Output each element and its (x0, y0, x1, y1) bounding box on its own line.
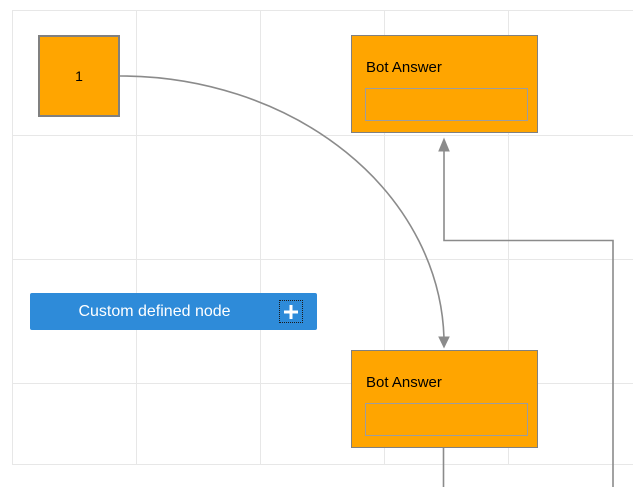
arrowhead-up (438, 137, 450, 152)
plus-icon[interactable] (279, 300, 303, 323)
node-start[interactable]: 1 (38, 35, 120, 117)
bot-answer-title: Bot Answer (366, 59, 442, 76)
bot-answer-title: Bot Answer (366, 374, 442, 391)
node-custom-defined[interactable]: Custom defined node (30, 293, 317, 330)
custom-node-label: Custom defined node (78, 302, 231, 320)
bot-answer-field[interactable] (365, 88, 528, 121)
connector-elbow[interactable] (438, 137, 614, 488)
arrowhead-down (438, 336, 450, 349)
node-start-label: 1 (75, 68, 83, 84)
node-bot-answer-top[interactable]: Bot Answer (351, 35, 538, 133)
plus-glyph (284, 304, 298, 319)
node-bot-answer-bottom[interactable]: Bot Answer (351, 350, 538, 448)
connector-curve[interactable] (119, 75, 450, 349)
bot-answer-field[interactable] (365, 403, 528, 436)
